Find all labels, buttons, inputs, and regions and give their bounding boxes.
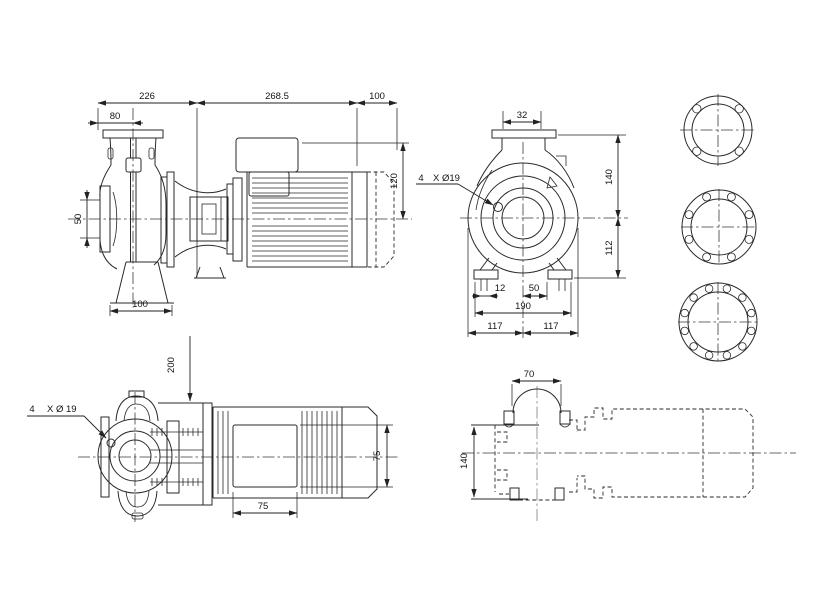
dim-117-right: 117: [543, 321, 558, 332]
flange-view-4-hole: [680, 94, 756, 166]
bearing-bracket-geometry: [160, 171, 243, 279]
dim-190: 190: [515, 301, 531, 312]
motor-geometry: [235, 137, 395, 268]
dim-200: 200: [166, 357, 177, 373]
bolt-hole-callout: X Ø19: [433, 173, 460, 184]
side-elevation-view: 226 268.5 100 80 50 120 100: [68, 91, 412, 316]
dim-140-outline: 140: [459, 453, 470, 469]
dim-50: 50: [73, 214, 84, 225]
dim-268-5: 268.5: [265, 91, 289, 102]
outline-dimensions: 70 140: [459, 369, 562, 498]
dim-120: 120: [389, 173, 400, 189]
pump-end-geometry: [68, 108, 412, 308]
callout-count: 4: [418, 173, 423, 184]
plan-motor-geometry: [212, 406, 378, 499]
dim-12: 12: [495, 283, 506, 294]
dim-70: 70: [524, 369, 535, 380]
dim-75-right: 75: [372, 451, 383, 462]
dim-100-bottom: 100: [132, 299, 148, 310]
volute-geometry: [460, 129, 628, 338]
dim-75-bottom: 75: [258, 501, 269, 512]
dim-117-left: 117: [487, 321, 502, 332]
dim-226: 226: [139, 91, 155, 102]
plan-bolt-hole-callout: X Ø 19: [47, 404, 77, 415]
front-view-dimensions: 32 4 X Ø19 140 112 12 50 190 117 117: [416, 110, 626, 337]
flange-view-12-hole: [678, 282, 758, 362]
dim-50-front: 50: [529, 283, 540, 294]
front-view: 32 4 X Ø19 140 112 12 50 190 117 117: [416, 110, 628, 338]
plan-pump-geometry: [78, 390, 398, 522]
plan-view-dimensions: 200 4 X Ø 19 75 75: [27, 336, 393, 518]
outline-port-geometry: [471, 388, 571, 501]
dim-140: 140: [604, 169, 615, 185]
dim-32: 32: [517, 110, 528, 121]
side-view-dimensions: 226 268.5 100 80 50 120 100: [73, 91, 409, 316]
plan-callout-count: 4: [29, 404, 34, 415]
dim-80: 80: [110, 111, 121, 122]
flange-view-8-hole: [681, 189, 757, 265]
outline-dashed-body: [494, 407, 754, 501]
dim-100-top: 100: [369, 91, 385, 102]
plan-view: 200 4 X Ø 19 75 75: [27, 336, 398, 522]
dim-112: 112: [604, 240, 615, 255]
outline-plan-view: 70 140: [459, 369, 796, 524]
